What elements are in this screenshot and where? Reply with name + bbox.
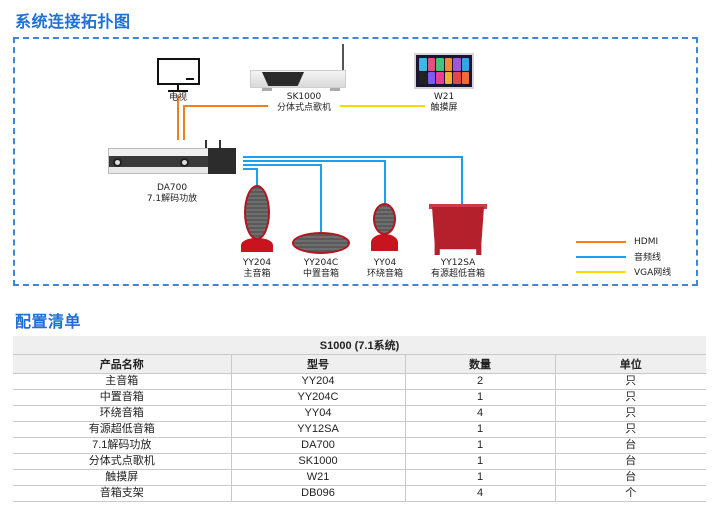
quantity-cell: 1 <box>405 389 556 406</box>
legend: HDMI 音频线 VGA网线 <box>576 234 671 279</box>
sk1000-antenna <box>342 44 344 72</box>
topology-title: 系统连接拓扑图 <box>15 12 131 31</box>
config-title: 配置清单 <box>15 312 82 331</box>
product-name-cell: 有源超低音箱 <box>13 421 232 438</box>
quantity-cell: 2 <box>405 373 556 390</box>
model-cell: DB096 <box>231 485 406 502</box>
unit-cell: 只 <box>555 389 706 406</box>
quantity-cell: 4 <box>405 405 556 422</box>
model-cell: W21 <box>231 469 406 486</box>
legend-swatch <box>576 270 626 273</box>
yy04-label: YY04 环绕音箱 <box>366 258 404 279</box>
yy204c-speaker-image <box>292 232 350 254</box>
legend-swatch <box>576 255 626 258</box>
legend-item-hdmi: HDMI <box>576 234 671 249</box>
yy204c-label: YY204C 中置音箱 <box>302 258 340 279</box>
yy204-speaker-image <box>244 185 270 240</box>
model-cell: YY04 <box>231 405 406 422</box>
w21-label: W21 触摸屏 <box>430 92 458 113</box>
tv-base <box>168 90 188 92</box>
w21-touchscreen-image <box>414 53 474 89</box>
da700-knob <box>113 158 122 167</box>
product-name-cell: 中置音箱 <box>13 389 232 406</box>
sk1000-foot <box>330 88 340 91</box>
model-cell: DA700 <box>231 437 406 454</box>
yy12sa-subwoofer-image <box>432 207 484 255</box>
quantity-cell: 1 <box>405 437 556 454</box>
sk1000-front-panel <box>262 72 304 86</box>
sk1000-foot <box>262 88 272 91</box>
column-header-model: 型号 <box>231 354 406 374</box>
audio-wire-yy04 <box>243 160 386 203</box>
product-name-cell: 主音箱 <box>13 373 232 390</box>
yy12sa-label: YY12SA 有源超低音箱 <box>430 258 486 279</box>
tv-stand <box>177 85 179 91</box>
tv-icon <box>157 58 200 85</box>
audio-wire-yy204 <box>243 168 258 185</box>
unit-cell: 台 <box>555 469 706 486</box>
da700-antenna <box>205 140 207 149</box>
product-name-cell: 环绕音箱 <box>13 405 232 422</box>
model-cell: YY12SA <box>231 421 406 438</box>
yy04-stand <box>371 234 398 251</box>
hdmi-wire-sk1000 <box>183 105 268 140</box>
model-cell: YY204C <box>231 389 406 406</box>
unit-cell: 台 <box>555 453 706 470</box>
legend-item-vga: VGA网线 <box>576 264 671 279</box>
product-name-cell: 分体式点歌机 <box>13 453 232 470</box>
yy204-label: YY204 主音箱 <box>242 258 272 279</box>
product-name-cell: 音箱支架 <box>13 485 232 502</box>
unit-cell: 只 <box>555 405 706 422</box>
unit-cell: 台 <box>555 437 706 454</box>
table-caption: S1000 (7.1系统) <box>13 336 706 355</box>
audio-wire-yy12sa <box>243 156 463 205</box>
audio-wire-yy204c <box>243 164 322 232</box>
da700-side-vent <box>208 148 236 174</box>
model-cell: SK1000 <box>231 453 406 470</box>
quantity-cell: 4 <box>405 485 556 502</box>
column-header-name: 产品名称 <box>13 354 232 374</box>
column-header-quantity: 数量 <box>405 354 556 374</box>
yy12sa-top <box>429 204 487 209</box>
quantity-cell: 1 <box>405 421 556 438</box>
unit-cell: 只 <box>555 373 706 390</box>
legend-item-audio: 音频线 <box>576 249 671 264</box>
yy04-speaker-image <box>373 203 396 235</box>
da700-knob <box>180 158 189 167</box>
model-cell: YY204 <box>231 373 406 390</box>
column-header-unit: 单位 <box>555 354 706 374</box>
connection-wires <box>177 95 463 232</box>
product-name-cell: 触摸屏 <box>13 469 232 486</box>
da700-antenna <box>219 140 221 149</box>
topology-frame <box>13 37 698 286</box>
da700-label: DA700 7.1解码功放 <box>146 183 198 204</box>
w21-screen <box>416 55 472 87</box>
tv-label: 电视 <box>168 93 188 103</box>
quantity-cell: 1 <box>405 469 556 486</box>
legend-swatch <box>576 240 626 243</box>
unit-cell: 只 <box>555 421 706 438</box>
quantity-cell: 1 <box>405 453 556 470</box>
product-name-cell: 7.1解码功放 <box>13 437 232 454</box>
sk1000-label: SK1000 分体式点歌机 <box>276 92 332 113</box>
unit-cell: 个 <box>555 485 706 502</box>
yy204-stand <box>241 238 273 252</box>
